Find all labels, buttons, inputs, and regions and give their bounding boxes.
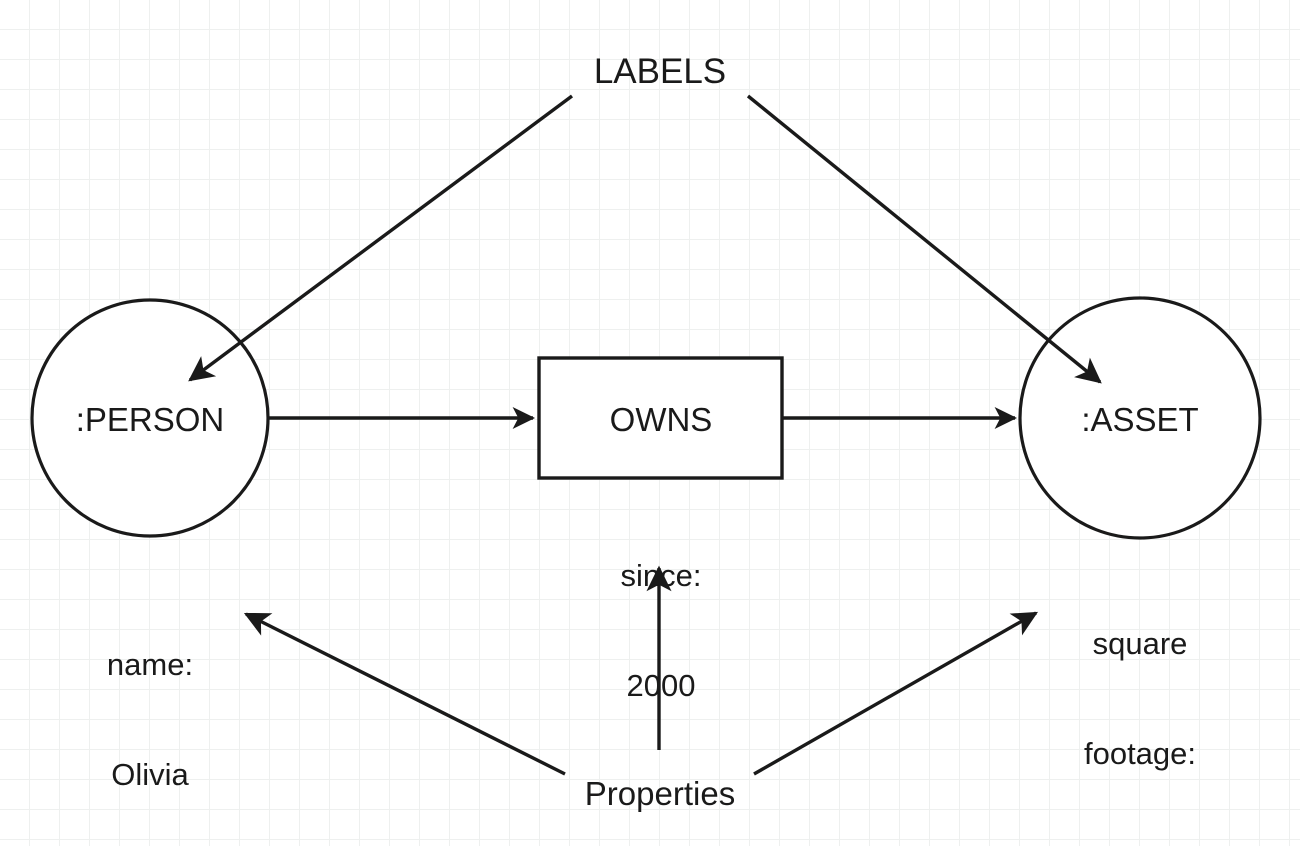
edge-properties-to-person-props[interactable] <box>243 612 566 776</box>
edge-labels-to-person[interactable] <box>188 94 574 382</box>
node-owns-rect[interactable] <box>537 356 784 480</box>
node-asset-circle[interactable] <box>1018 296 1262 540</box>
edge-properties-to-asset-props[interactable] <box>753 611 1039 776</box>
node-person-circle[interactable] <box>30 298 270 538</box>
edge-labels-to-asset[interactable] <box>746 94 1102 384</box>
